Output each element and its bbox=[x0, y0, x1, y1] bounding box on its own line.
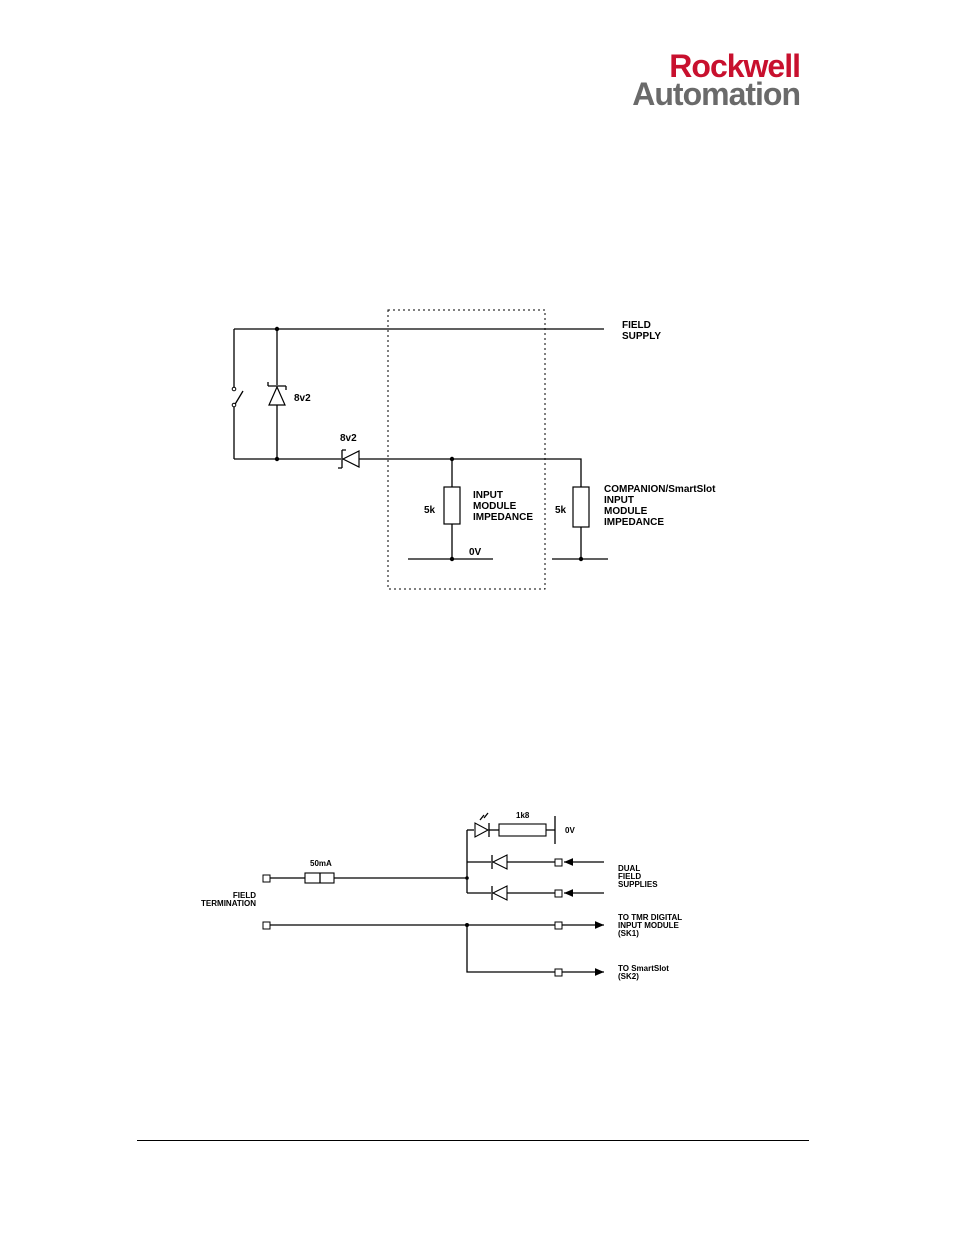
resistor-label: 1k8 bbox=[516, 811, 530, 820]
res-left-label: 5k bbox=[424, 505, 436, 516]
junction-ground-right bbox=[579, 557, 583, 561]
field-termination-line2: TERMINATION bbox=[201, 899, 256, 908]
smartslot-line2: (SK2) bbox=[618, 972, 639, 981]
supply-b-terminal bbox=[555, 890, 562, 897]
field-termination-terminal-2 bbox=[263, 922, 270, 929]
companion-line3: MODULE bbox=[604, 506, 648, 517]
resistor-left bbox=[444, 487, 460, 524]
field-supply-line1: FIELD bbox=[622, 320, 651, 331]
junction-fuse bbox=[465, 876, 469, 880]
tmr-line3: (SK1) bbox=[618, 929, 639, 938]
supply-a-terminal bbox=[555, 859, 562, 866]
zero-v-rail bbox=[546, 816, 555, 844]
input-module-line2: MODULE bbox=[473, 501, 517, 512]
fuse-label: 50mA bbox=[310, 859, 332, 868]
zener-diode-series bbox=[343, 451, 359, 467]
junction-ground-left bbox=[450, 557, 454, 561]
diagram-2: 50mA 1k8 0V DUAL FIELD SUPPLIES FIELD TE… bbox=[201, 811, 682, 981]
dual-supplies-line3: SUPPLIES bbox=[618, 880, 658, 889]
companion-line2: INPUT bbox=[604, 495, 634, 506]
supply-b-diode bbox=[493, 886, 507, 900]
companion-line1: COMPANION/SmartSlot bbox=[604, 484, 716, 495]
input-module-line1: INPUT bbox=[473, 490, 503, 501]
diagram-1: 8v2 8v2 5k INPUT MODULE IMPEDANCE 0V 5k … bbox=[232, 310, 716, 589]
smartslot-wire bbox=[467, 925, 555, 972]
supply-a-diode bbox=[493, 855, 507, 869]
led-rays bbox=[480, 813, 488, 820]
signal-wire bbox=[359, 459, 581, 487]
input-module-line3: IMPEDANCE bbox=[473, 512, 533, 523]
junction-bottom-left bbox=[275, 457, 279, 461]
field-termination-terminal bbox=[263, 875, 270, 882]
tmr-terminal bbox=[555, 922, 562, 929]
field-supply-line2: SUPPLY bbox=[622, 331, 661, 342]
resistor-right bbox=[573, 487, 589, 527]
zener-series-label: 8v2 bbox=[340, 433, 357, 444]
smartslot-terminal bbox=[555, 969, 562, 976]
companion-line4: IMPEDANCE bbox=[604, 517, 664, 528]
res-right-label: 5k bbox=[555, 505, 567, 516]
led-diode bbox=[475, 823, 488, 837]
footer-rule bbox=[137, 1140, 809, 1141]
zero-v-label: 0V bbox=[565, 826, 575, 835]
switch-contact-top bbox=[232, 387, 236, 391]
zener-top-label: 8v2 bbox=[294, 393, 311, 404]
switch-contact-bottom bbox=[232, 403, 236, 407]
zener-diode-vertical bbox=[269, 387, 285, 405]
module-boundary bbox=[388, 310, 545, 589]
resistor-1k8 bbox=[499, 824, 546, 836]
ground-label: 0V bbox=[469, 547, 482, 558]
